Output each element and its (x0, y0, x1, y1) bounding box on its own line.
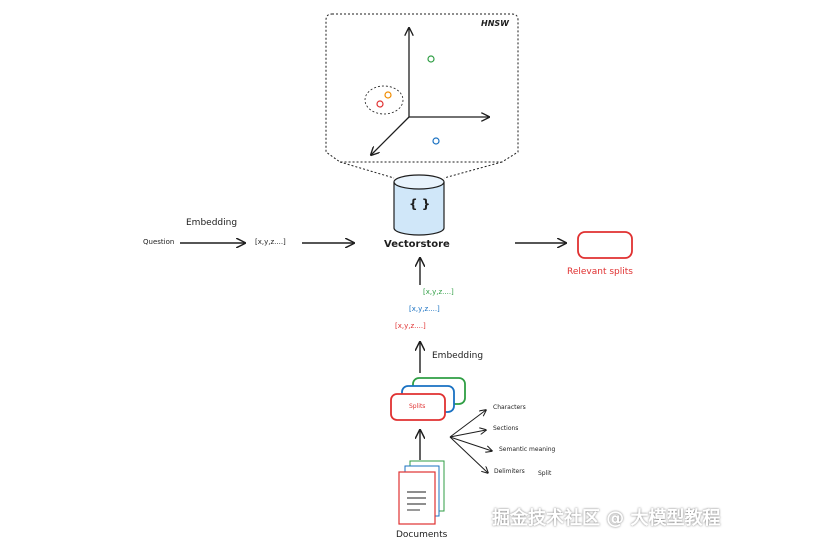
arrow-method-semantic (449, 436, 492, 451)
cluster-ellipse (364, 85, 404, 115)
doc-vector-green: [x,y,z....] (423, 288, 454, 296)
hnsw-box (325, 13, 519, 163)
hnsw-funnel-left (339, 161, 395, 179)
split-card-red (390, 393, 446, 421)
query-vector-label: [x,y,z....] (255, 238, 286, 246)
splits-label: Splits (409, 403, 426, 410)
vectorstore-braces-icon: { } (409, 197, 431, 211)
doc-embedding-label: Embedding (432, 351, 484, 361)
arrow-method-characters (449, 410, 486, 438)
vectorstore-cylinder (393, 174, 445, 236)
method-characters: Characters (493, 404, 526, 411)
point-orange (384, 91, 392, 99)
documents-stack (398, 460, 445, 525)
documents-label: Documents (396, 530, 448, 540)
doc-vector-red: [x,y,z....] (395, 322, 426, 330)
relevant-splits-label: Relevant splits (567, 267, 633, 277)
watermark: 掘金技术社区 @ 大模型教程 (492, 508, 721, 529)
method-sections: Sections (493, 425, 519, 432)
relevant-splits-box (577, 231, 633, 259)
arrow-method-delimiters (449, 436, 488, 473)
point-red (376, 100, 384, 108)
method-semantic-meaning: Semantic meaning (499, 446, 556, 453)
query-embedding-label: Embedding (186, 218, 238, 228)
arrow-method-sections (449, 430, 486, 438)
question-label: Question (143, 238, 175, 246)
hnsw-label: HNSW (481, 19, 509, 28)
doc-vector-blue: [x,y,z....] (409, 305, 440, 313)
vectorstore-label: Vectorstore (384, 239, 450, 250)
axis-y (371, 116, 410, 155)
hnsw-funnel-right (443, 161, 503, 179)
point-green (427, 55, 435, 63)
point-blue (432, 137, 440, 145)
method-delimiters: Delimiters (494, 468, 525, 475)
method-split-extra: Split (538, 470, 552, 477)
